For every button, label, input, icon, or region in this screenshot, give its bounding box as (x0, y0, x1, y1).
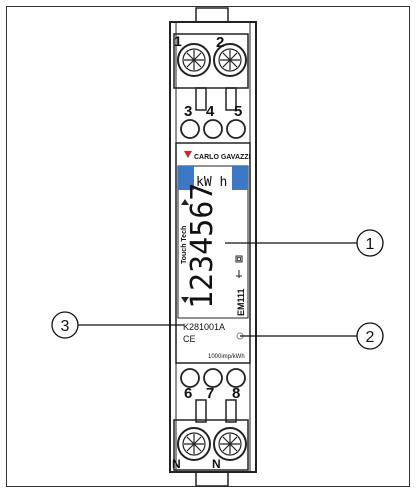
terminal-label-5: 5 (234, 103, 242, 120)
double-insulation-icon (235, 255, 243, 263)
terminal-label-4: 4 (206, 103, 215, 120)
brand-name: CARLO GAVAZZI (194, 154, 251, 161)
callout-3-number: 3 (61, 318, 70, 335)
terminal-label-3: 3 (184, 103, 192, 120)
lcd-blue-corner-right (232, 166, 248, 190)
brand-logo-icon (184, 151, 192, 158)
callout-3-circle (51, 311, 79, 339)
terminal-label-n-left: N (172, 457, 181, 471)
terminal-label-8: 8 (232, 385, 240, 402)
top-terminal-holes (180, 119, 246, 139)
terminal-label-n-right: N (212, 457, 221, 471)
top-screw-terminals (173, 33, 249, 89)
lcd-unit: kW h (196, 175, 227, 190)
bottom-screw-terminals (173, 419, 249, 471)
lcd-window (177, 165, 249, 319)
callout-1-circle (356, 229, 384, 257)
lcd-reading: 1234567 (185, 183, 220, 309)
touch-tech-label: Touch Tech (181, 226, 188, 264)
terminal-label-7: 7 (206, 385, 214, 402)
impulse-rate: 1000imp/kWh (208, 354, 245, 360)
lcd-blue-corner-left (178, 166, 194, 190)
bottom-terminal-holes (180, 368, 246, 388)
serial-number: K281001A (183, 322, 225, 332)
terminal-label-2: 2 (216, 34, 224, 51)
ce-mark: CE (183, 334, 196, 344)
up-arrow-icon (181, 199, 189, 205)
terminal-label-6: 6 (184, 385, 192, 402)
callout-1-number: 1 (366, 236, 375, 253)
ground-icon (236, 270, 242, 278)
model-label: EM111 (236, 288, 246, 316)
callout-2-circle (356, 322, 384, 350)
terminal-label-1: 1 (174, 33, 182, 49)
callout-2-number: 2 (366, 329, 375, 346)
down-arrow-icon (181, 297, 189, 303)
